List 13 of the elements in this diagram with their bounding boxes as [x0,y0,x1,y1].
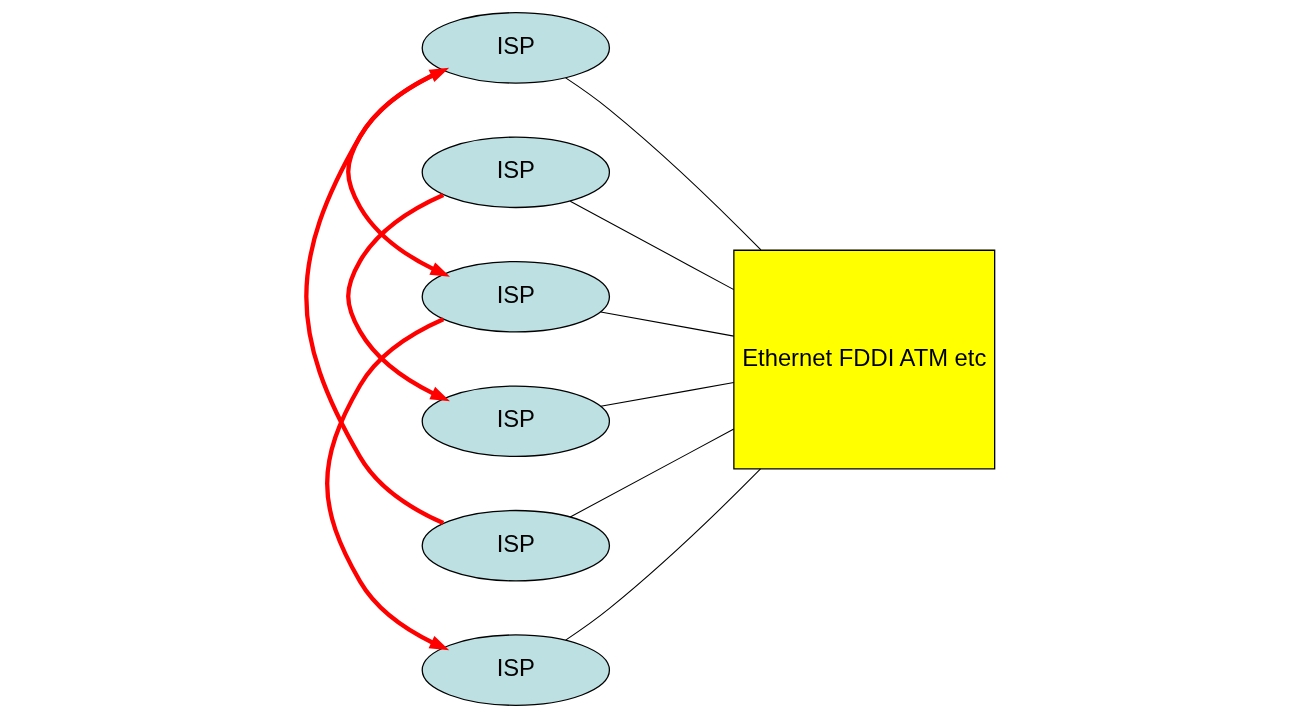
node-box: Ethernet FDDI ATM etc [733,249,996,470]
arrow [304,67,450,526]
arrow [346,68,450,277]
node-ellipse: ISP [421,509,611,582]
connector [600,311,735,337]
connector [565,468,762,641]
arrow [346,192,450,402]
connector [569,200,735,291]
connector [565,77,762,251]
arrow [325,317,450,651]
connector [600,382,735,407]
connector [569,428,735,518]
node-ellipse: ISP [421,136,611,209]
